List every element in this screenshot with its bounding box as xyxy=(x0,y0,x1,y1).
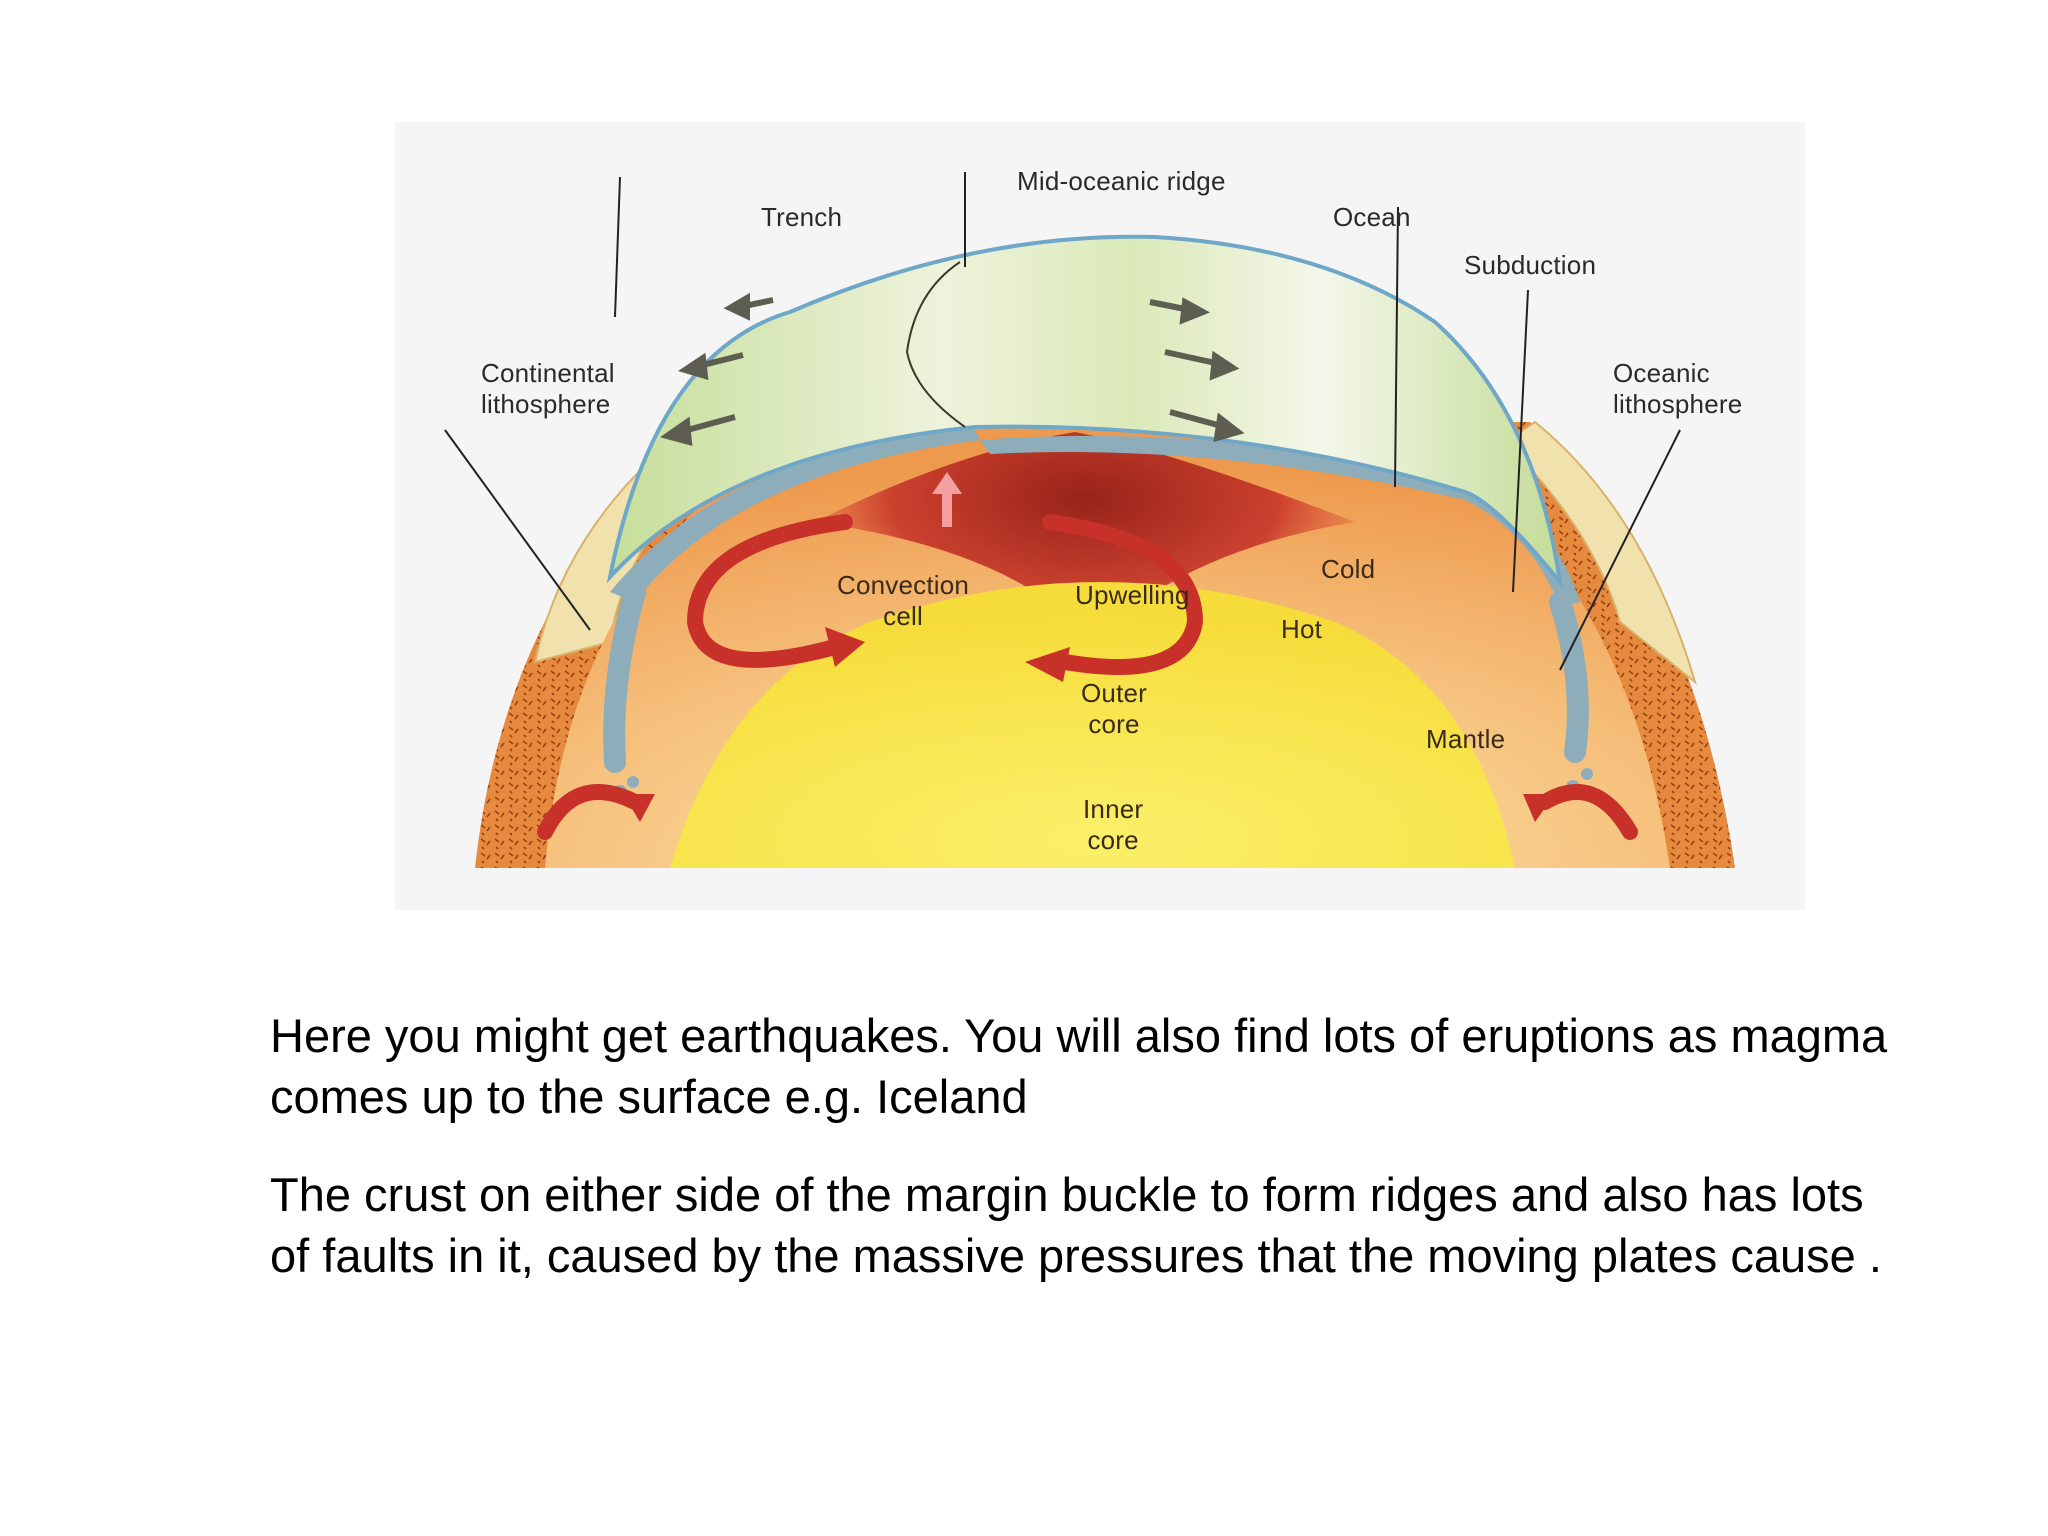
label-convection-cell-line2: cell xyxy=(883,601,923,631)
label-outer-core-line2: core xyxy=(1088,709,1140,739)
label-mid-oceanic-ridge: Mid-oceanic ridge xyxy=(1017,166,1226,196)
label-oceanic-lithosphere: Oceanic lithosphere xyxy=(1613,358,1742,420)
label-outer-core: Outer core xyxy=(1081,678,1147,740)
label-continental-lithosphere-line1: Continental xyxy=(481,358,615,388)
label-convection-cell-line1: Convection xyxy=(837,570,970,600)
label-continental-lithosphere: Continental lithosphere xyxy=(481,358,615,420)
label-cold: Cold xyxy=(1321,554,1376,584)
label-outer-core-line1: Outer xyxy=(1081,678,1148,708)
label-mantle: Mantle xyxy=(1426,724,1506,754)
label-inner-core-line2: core xyxy=(1087,825,1139,855)
label-oceanic-lithosphere-line2: lithosphere xyxy=(1613,389,1743,419)
label-inner-core: Inner core xyxy=(1083,794,1143,856)
paragraph-crust-buckle-faults: The crust on either side of the margin b… xyxy=(270,1168,1882,1282)
label-hot: Hot xyxy=(1281,614,1323,644)
paragraph-earthquakes-eruptions: Here you might get earthquakes. You will… xyxy=(270,1009,1888,1123)
label-upwelling: Upwelling xyxy=(1075,580,1190,610)
label-oceanic-lithosphere-line1: Oceanic xyxy=(1613,358,1710,388)
label-subduction: Subduction xyxy=(1464,250,1597,280)
label-continental-lithosphere-line2: lithosphere xyxy=(481,389,611,419)
label-inner-core-line1: Inner xyxy=(1083,794,1144,824)
label-trench: Trench xyxy=(761,202,843,232)
label-convection-cell: Convection cell xyxy=(837,570,969,632)
earth-cross-section-illustration xyxy=(444,172,1735,868)
label-ocean: Ocean xyxy=(1333,202,1411,232)
tectonics-diagram: Mid-oceanic ridge Trench Ocean Subductio… xyxy=(395,122,1805,910)
